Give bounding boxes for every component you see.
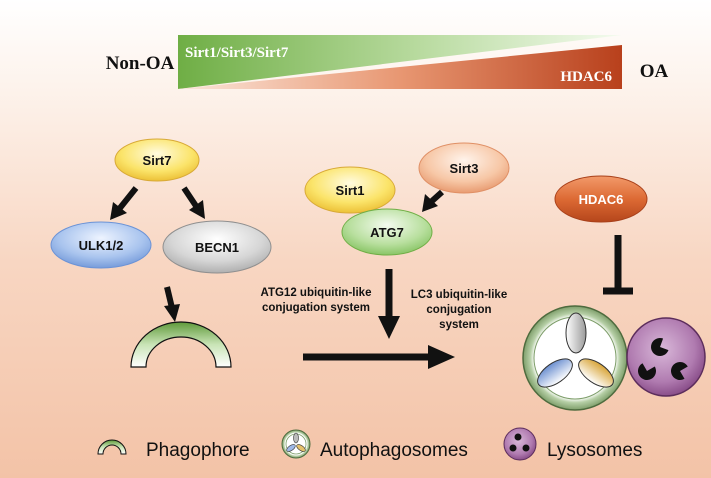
legend-autophagosome-icon — [281, 429, 311, 459]
sirt7-node — [114, 138, 200, 182]
cargo-gray — [565, 312, 587, 354]
legend-lysosome-icon — [503, 427, 537, 461]
arrow-to-phagophore — [164, 286, 175, 309]
arrow-head-sirt3-atg7 — [422, 194, 438, 212]
arrow-sirt7-becn1 — [181, 186, 199, 208]
arrow-head-horizontal — [428, 345, 455, 369]
lc3-label-line1: LC3 ubiquitin-like — [411, 289, 507, 301]
atg12-label-line2: conjugation system — [262, 302, 370, 314]
legend-lysosomes-label: Lysosomes — [547, 440, 642, 461]
atg7-node — [341, 208, 433, 256]
ulk-node — [50, 221, 152, 269]
arrow-sirt3-atg7 — [429, 189, 445, 204]
sirt3-node — [418, 142, 510, 194]
ulk-label: ULK1/2 — [79, 238, 124, 253]
arrow-head-sirt7-becn1 — [189, 200, 205, 219]
cargo-blue — [537, 358, 573, 388]
cargo-yellow — [578, 358, 614, 388]
arrow-head-down-atg7 — [378, 316, 400, 339]
atg7-label: ATG7 — [370, 225, 404, 240]
lysosome — [626, 317, 706, 397]
hdac6-header-label: HDAC6 — [560, 69, 612, 85]
sirt1-node — [304, 166, 396, 214]
atg12-label-line1: ATG12 ubiquitin-like — [261, 287, 372, 299]
legend-autophagosomes-label: Autophagosomes — [320, 440, 468, 461]
phagophore-shape — [130, 321, 232, 368]
sirt1-label: Sirt1 — [336, 183, 365, 198]
becn1-label: BECN1 — [195, 240, 239, 255]
legend-phagophore-label: Phagophore — [146, 440, 250, 461]
hdac6-node — [554, 175, 648, 223]
arrow-head-to-phagophore — [164, 304, 180, 322]
non-oa-label: Non-OA — [106, 53, 175, 74]
sirt7-label: Sirt7 — [143, 153, 172, 168]
sirt3-label: Sirt3 — [450, 161, 479, 176]
sirt-wedge — [178, 35, 622, 89]
sirt-label: Sirt1/Sirt3/Sirt7 — [185, 45, 289, 61]
arrow-sirt7-ulk — [117, 186, 139, 210]
hdac6-wedge — [178, 45, 622, 89]
lc3-label-line2: conjugation — [426, 304, 491, 316]
lysosome-granules — [638, 338, 688, 380]
legend-phagophore-icon — [97, 439, 127, 455]
arrow-head-sirt7-ulk — [110, 202, 127, 220]
oa-label: OA — [640, 61, 669, 82]
lc3-label-line3: system — [439, 319, 479, 331]
hdac6-label: HDAC6 — [579, 192, 624, 207]
becn1-node — [162, 220, 272, 274]
